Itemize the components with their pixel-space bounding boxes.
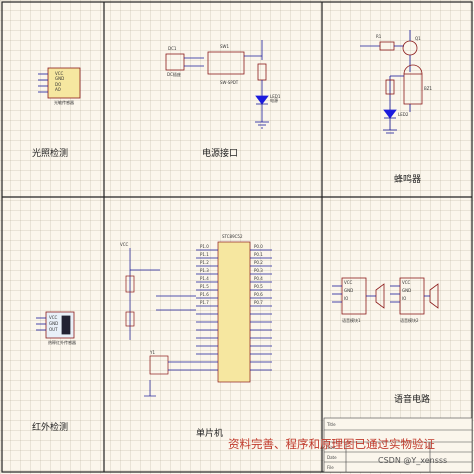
svg-text:File: File <box>327 465 334 470</box>
section-label-light: 光照检测 <box>32 149 69 159</box>
svg-text:DC1: DC1 <box>168 46 177 51</box>
svg-text:Date: Date <box>327 455 337 460</box>
author-signature: CSDN @Y_xensss <box>378 456 448 465</box>
svg-text:P1.6: P1.6 <box>200 292 209 297</box>
svg-text:LED2: LED2 <box>398 112 409 117</box>
svg-text:STC89C52: STC89C52 <box>222 234 243 239</box>
svg-text:GND: GND <box>49 321 58 326</box>
svg-text:P0.6: P0.6 <box>254 292 263 297</box>
svg-text:P1.4: P1.4 <box>200 276 209 281</box>
svg-text:GND: GND <box>55 76 64 81</box>
svg-text:P1.7: P1.7 <box>200 300 209 305</box>
section-label-buzzer: 蜂鸣器 <box>394 175 422 185</box>
svg-text:LED1: LED1 <box>270 94 281 99</box>
svg-text:P0.7: P0.7 <box>254 300 263 305</box>
svg-text:热释红外传感器: 热释红外传感器 <box>48 339 76 345</box>
svg-text:OUT: OUT <box>49 327 58 332</box>
watermark-text: 资料完善、程序和原理图已通过实物验证 <box>228 437 435 451</box>
svg-text:Y1: Y1 <box>149 350 155 355</box>
svg-text:VCC: VCC <box>402 280 411 285</box>
svg-text:BZ1: BZ1 <box>424 86 432 91</box>
svg-text:P0.4: P0.4 <box>254 276 263 281</box>
svg-text:SW1: SW1 <box>220 44 229 49</box>
svg-text:IO: IO <box>402 296 406 301</box>
svg-text:IO: IO <box>344 296 348 301</box>
section-label-power: 电源接口 <box>202 149 239 159</box>
svg-text:SW-SPDT: SW-SPDT <box>220 80 239 85</box>
buzzer-circuit <box>360 30 423 134</box>
svg-text:语音模块2: 语音模块2 <box>400 317 419 323</box>
svg-text:Title: Title <box>326 422 336 427</box>
svg-text:P0.5: P0.5 <box>254 284 263 289</box>
light-sensor-module <box>38 67 81 99</box>
mcu-circuit <box>125 241 272 397</box>
svg-text:P0.1: P0.1 <box>254 252 263 257</box>
svg-text:VCC: VCC <box>55 71 64 76</box>
section-label-mcu: 单片机 <box>196 429 224 439</box>
svg-text:AO: AO <box>55 87 61 92</box>
title-block <box>323 417 473 473</box>
svg-text:P0.3: P0.3 <box>254 268 263 273</box>
infrared-module <box>36 311 75 339</box>
svg-text:P0.2: P0.2 <box>254 260 263 265</box>
svg-text:P1.2: P1.2 <box>200 260 209 265</box>
svg-text:R1: R1 <box>376 34 382 39</box>
svg-text:DO: DO <box>55 82 61 87</box>
svg-text:GND: GND <box>344 288 353 293</box>
svg-text:P1.1: P1.1 <box>200 252 209 257</box>
power-interface <box>165 40 269 129</box>
svg-text:DC插座: DC插座 <box>167 71 181 77</box>
svg-text:P0.0: P0.0 <box>254 244 263 249</box>
svg-text:光敏传感器: 光敏传感器 <box>54 99 74 105</box>
svg-text:VCC: VCC <box>49 315 58 320</box>
svg-text:P1.3: P1.3 <box>200 268 209 273</box>
audio-circuit <box>332 277 439 315</box>
svg-text:GND: GND <box>402 288 411 293</box>
svg-text:P1.5: P1.5 <box>200 284 209 289</box>
svg-text:Q1: Q1 <box>415 36 421 41</box>
section-label-audio: 语音电路 <box>394 395 431 405</box>
svg-text:语音模块1: 语音模块1 <box>342 317 361 323</box>
svg-text:P1.0: P1.0 <box>200 244 209 249</box>
svg-text:电源: 电源 <box>270 97 278 103</box>
svg-text:Size: Size <box>327 445 336 450</box>
svg-text:VCC: VCC <box>120 242 129 247</box>
section-label-infrared: 红外检测 <box>32 423 69 433</box>
svg-text:VCC: VCC <box>344 280 353 285</box>
